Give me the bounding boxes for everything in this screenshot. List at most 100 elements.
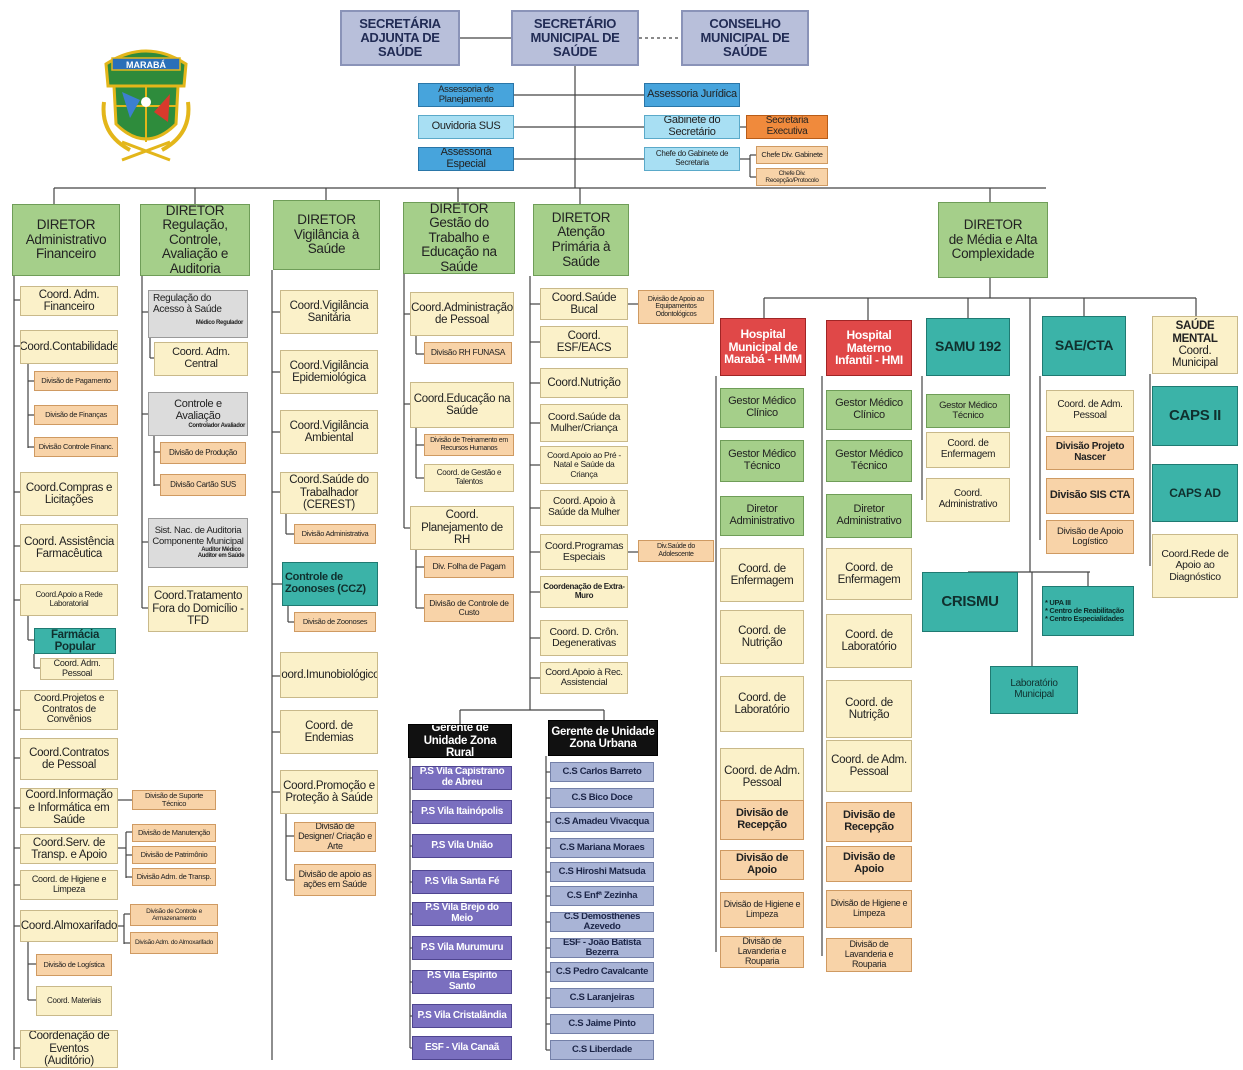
conselho-municipal-box: CONSELHO MUNICIPAL DE SAÚDE (681, 10, 809, 66)
coord-saude-bucal: Coord.Saúde Bucal (540, 288, 628, 320)
coord-programas-especiais: Coord.Programas Especiais (540, 534, 628, 570)
director-name: Atenção Primária à Saúde (551, 224, 611, 269)
assessoria-juridica-box: Assessoria Jurídica (644, 83, 740, 107)
hmi-unit: Divisão de Higiene e Limpeza (826, 890, 912, 928)
maraba-coat-of-arms-icon: MARABÁ (100, 42, 192, 164)
coordenacao-eventos: Coordenação de Eventos (Auditório) (20, 1030, 118, 1068)
divisao-producao: Divisão de Produção (160, 442, 246, 464)
hospital-municipal-maraba: Hospital Municipal de Marabá - HMM (720, 318, 806, 376)
gabinete-box: Gabinete do Secretário (644, 115, 740, 139)
director-title: DIRETOR (36, 217, 96, 233)
centro-especialidades-line: * Centro Especialidades (1045, 614, 1124, 624)
divisao-designer: Divisão de Designer/ Criação e Arte (294, 822, 376, 852)
logo-text: MARABÁ (126, 60, 166, 70)
secretaria-executiva-box: Secretaria Executiva (746, 115, 828, 139)
hmm-unit: Divisão de Recepção (720, 800, 804, 840)
sae-unit: Divisão de Apoio Logístico (1046, 520, 1134, 554)
coord-rede-apoio-diagnostico: Coord.Rede de Apoio ao Diagnóstico (1152, 534, 1238, 598)
controle-zoonoses: Controle de Zoonoses (CCZ) (282, 562, 378, 606)
assessoria-especial-box: Assessoria Especial (418, 147, 514, 171)
urban-unit: ESF - João Batista Bezerra (550, 938, 654, 958)
divisao-rh-funasa: Divisão RH FUNASA (424, 342, 512, 364)
urban-unit: C.S Liberdade (550, 1040, 654, 1060)
coord-doencas-cronicas: Coord. D. Crôn. Degenerativas (540, 620, 628, 656)
director-name: Gestão do Trabalho e Educação na Saúde (421, 215, 497, 274)
director-title: DIRETOR (165, 204, 225, 218)
director-name: de Média e Alta Complexidade (948, 231, 1038, 262)
coord-adm-central: Coord. Adm. Central (154, 342, 248, 376)
coord-vigilancia-sanitaria: Coord.Vigilância Sanitária (280, 290, 378, 334)
coord-almoxarifado: Coord.Almoxarifado (20, 910, 118, 942)
coord-nutricao: Coord.Nutrição (540, 368, 628, 398)
hmm-unit: Divisão de Lavanderia e Rouparia (720, 936, 804, 968)
divisao-logistica: Divisão de Logística (36, 954, 112, 976)
coord-vigilancia-ambiental: Coord.Vigilância Ambiental (280, 410, 378, 454)
hmi-unit: Diretor Administrativo (826, 494, 912, 538)
coord-informacao: Coord.Informação e Informática em Saúde (20, 788, 118, 828)
coord-saude-trabalhador: Coord.Saúde do Trabalhador (CEREST) (280, 472, 378, 514)
divisao-treinamento-rh: Divisão de Treinamento em Recursos Human… (424, 434, 514, 456)
rural-unit: P.S Vila Cristalândia (412, 1004, 512, 1028)
controlador-avaliador-label: Controlador Avaliador (188, 422, 245, 429)
hmm-unit: Divisão de Apoio (720, 850, 804, 880)
coord-apoio-rec-assistencial: Coord.Apoio à Rec. Assistencial (540, 662, 628, 694)
divisao-apoio-acoes: Divisão de apoio as ações em Saúde (294, 864, 376, 896)
hmi-unit: Coord. de Adm. Pessoal (826, 740, 912, 792)
sae-unit: Divisão Projeto Nascer (1046, 436, 1134, 470)
auditor-label: Auditor Médico Auditor em Saúde (197, 546, 245, 560)
divisao-apoio-equipamentos-odontologicos: Divisão de Apoio ao Equipamentos Odontol… (638, 290, 714, 324)
samu-unit: Gestor Médico Técnico (926, 394, 1010, 428)
samu-unit: Coord. Administrativo (926, 478, 1010, 522)
coord-adm-financeiro: Coord. Adm. Financeiro (20, 286, 118, 316)
sae-unit: Coord. de Adm. Pessoal (1046, 390, 1134, 432)
divisao-controle-financ: Divisão Controle Financ. (34, 437, 118, 457)
chefe-div-recepcao-box: Chefe Div. Recepção/Protocolo (756, 168, 828, 186)
coord-educacao-saude: Coord.Educação na Saúde (410, 382, 514, 428)
divisao-patrimonio: Divisão de Patrimônio (132, 846, 216, 864)
rural-unit: P.S Vila Itainópolis (412, 800, 512, 824)
divisao-controle-custo: Divisão de Controle de Custo (424, 594, 514, 622)
hmi-unit: Divisão de Recepção (826, 802, 912, 842)
hmi-unit: Gestor Médico Técnico (826, 440, 912, 482)
hmm-unit: Coord. de Laboratório (720, 676, 804, 732)
divisao-cartao-sus: Divisão Cartão SUS (160, 474, 246, 496)
director-name: Administrativo Financeiro (25, 231, 107, 262)
hmm-unit: Gestor Médico Clínico (720, 388, 804, 428)
upa-line: * UPA III (1045, 597, 1071, 607)
saude-mental-sub: Coord. Municipal (1172, 345, 1218, 370)
sae-unit: Divisão SIS CTA (1046, 478, 1134, 514)
coord-promocao-protecao: Coord.Promoção e Proteção à Saúde (280, 770, 378, 814)
director-title: DIRETOR (297, 212, 356, 228)
urban-unit: C.S Demosthenes Azevedo (550, 912, 654, 932)
crismu: CRISMU (922, 572, 1018, 632)
coord-imunobiologicos: Coord.Imunobiológicos (280, 652, 378, 698)
hmi-unit: Coord. de Nutrição (826, 680, 912, 738)
hmi-unit: Coord. de Laboratório (826, 614, 912, 668)
urban-unit: C.S Jaime Pinto (550, 1014, 654, 1034)
coord-apoio-saude-mulher: Coord. Apoio à Saúde da Mulher (540, 490, 628, 526)
divisao-folha-pagamento: Div. Folha de Pagam (424, 556, 514, 578)
coord-compras: Coord.Compras e Licitações (20, 472, 118, 516)
director-title: DIRETOR (963, 217, 1023, 233)
divisao-pagamento: Divisão de Pagamento (34, 371, 118, 391)
hmm-unit: Gestor Médico Técnico (720, 440, 804, 482)
coord-tfd: Coord.Tratamento Fora do Domicílio - TFD (148, 586, 248, 632)
rural-unit: P.S Vila União (412, 834, 512, 858)
director-name: Regulação, Controle, Avaliação e Auditor… (161, 217, 229, 276)
hospital-materno-infantil: Hospital Materno Infantil - HMI (826, 320, 912, 376)
coord-contabilidade: Coord.Contabilidade (20, 330, 118, 364)
rural-unit: P.S Vila Espírito Santo (412, 970, 512, 994)
gerente-zona-rural: Gerente de Unidade Zona Rural (408, 724, 512, 758)
rural-unit: P.S Vila Murumuru (412, 936, 512, 960)
coord-materiais: Coord. Materiais (36, 986, 112, 1016)
divisao-administrativa: Divisão Administrativa (294, 524, 376, 544)
urban-unit: C.S Hiroshi Matsuda (550, 862, 654, 882)
rural-unit: ESF - Vila Canaã (412, 1036, 512, 1060)
coord-contratos-pessoal: Coord.Contratos de Pessoal (20, 738, 118, 780)
coord-higiene-limpeza: Coord. de Higiene e Limpeza (20, 870, 118, 900)
